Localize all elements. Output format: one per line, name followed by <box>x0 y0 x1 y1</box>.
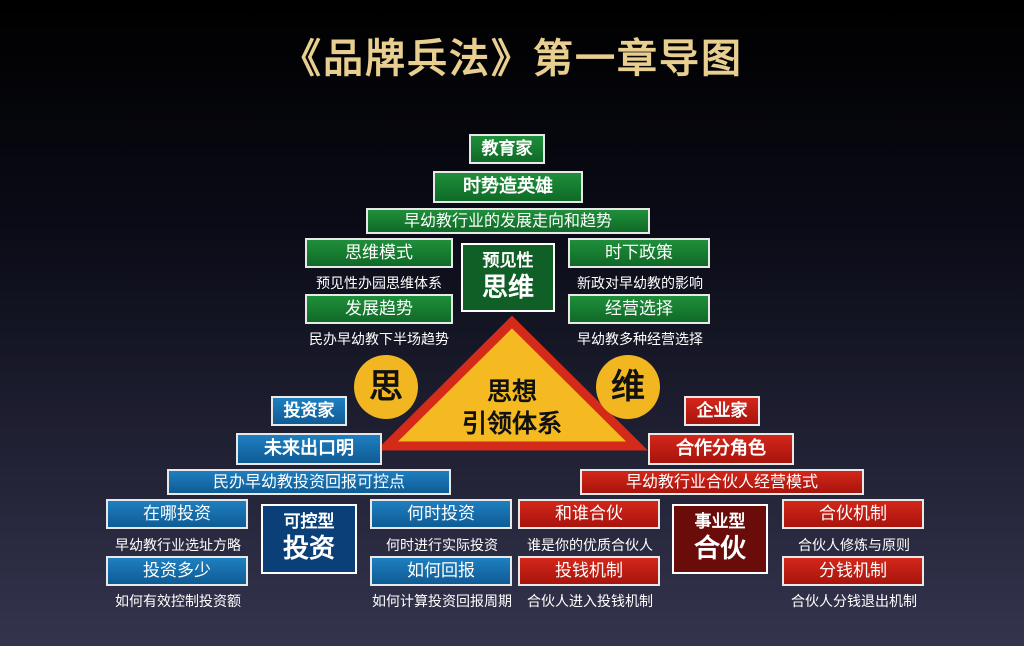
controllable-label: 可控型 <box>283 512 335 532</box>
where-invest-box: 在哪投资 <box>106 499 248 529</box>
when-invest-box: 何时投资 <box>370 499 512 529</box>
partner-mechanism-caption: 合伙人修炼与原则 <box>798 538 910 554</box>
current-policy-caption: 新政对早幼教的影响 <box>577 276 703 292</box>
partner-role-box: 合作分角色 <box>648 433 794 465</box>
partnership-label: 合伙 <box>693 534 746 564</box>
with-whom-caption: 谁是你的优质合伙人 <box>527 538 653 554</box>
where-invest-caption: 早幼教行业选址方略 <box>115 538 241 554</box>
invest-money-caption: 合伙人进入投钱机制 <box>527 594 653 610</box>
investment-points-box: 民办早幼教投资回报可控点 <box>167 469 451 495</box>
partner-mechanism-box: 合伙机制 <box>782 499 924 529</box>
investor-box: 投资家 <box>271 396 347 426</box>
how-return-box: 如何回报 <box>370 556 512 586</box>
triangle-line1: 思想 <box>486 377 537 406</box>
thinking-label: 思维 <box>481 273 534 303</box>
educator-box: 教育家 <box>469 134 545 164</box>
profit-share-caption: 合伙人分钱退出机制 <box>791 594 917 610</box>
partner-model-box: 早幼教行业合伙人经营模式 <box>580 469 864 495</box>
career-partnership-core: 事业型 合伙 <box>672 504 768 574</box>
triangle-line2: 引领体系 <box>461 409 562 438</box>
when-invest-caption: 何时进行实际投资 <box>386 538 498 554</box>
profit-share-box: 分钱机制 <box>782 556 924 586</box>
controllable-investment-core: 可控型 投资 <box>261 504 357 574</box>
investment-label: 投资 <box>282 534 335 564</box>
circle-si: 思 <box>354 355 418 419</box>
development-trend-box: 发展趋势 <box>305 294 453 324</box>
invest-money-box: 投钱机制 <box>518 556 660 586</box>
future-exit-box: 未来出口明 <box>236 433 382 465</box>
thinking-mode-box: 思维模式 <box>305 238 453 268</box>
how-much-caption: 如何有效控制投资额 <box>115 594 241 610</box>
how-much-box: 投资多少 <box>106 556 248 586</box>
business-choice-box: 经营选择 <box>568 294 710 324</box>
thinking-mode-caption: 预见性办园思维体系 <box>316 276 442 292</box>
trend-box: 早幼教行业的发展走向和趋势 <box>366 208 650 234</box>
career-label: 事业型 <box>694 512 746 532</box>
business-choice-caption: 早幼教多种经营选择 <box>577 332 703 348</box>
foresight-label: 预见性 <box>482 251 534 271</box>
with-whom-box: 和谁合伙 <box>518 499 660 529</box>
circle-wei: 维 <box>596 355 660 419</box>
current-policy-box: 时下政策 <box>568 238 710 268</box>
page-title: 《品牌兵法》第一章导图 <box>281 35 743 82</box>
development-trend-caption: 民办早幼教下半场趋势 <box>309 332 449 348</box>
entrepreneur-box: 企业家 <box>684 396 760 426</box>
foresight-thinking-core: 预见性 思维 <box>461 243 555 312</box>
triangle-text: 思想 引领体系 <box>432 376 592 440</box>
era-box: 时势造英雄 <box>433 171 583 203</box>
how-return-caption: 如何计算投资回报周期 <box>372 594 512 610</box>
